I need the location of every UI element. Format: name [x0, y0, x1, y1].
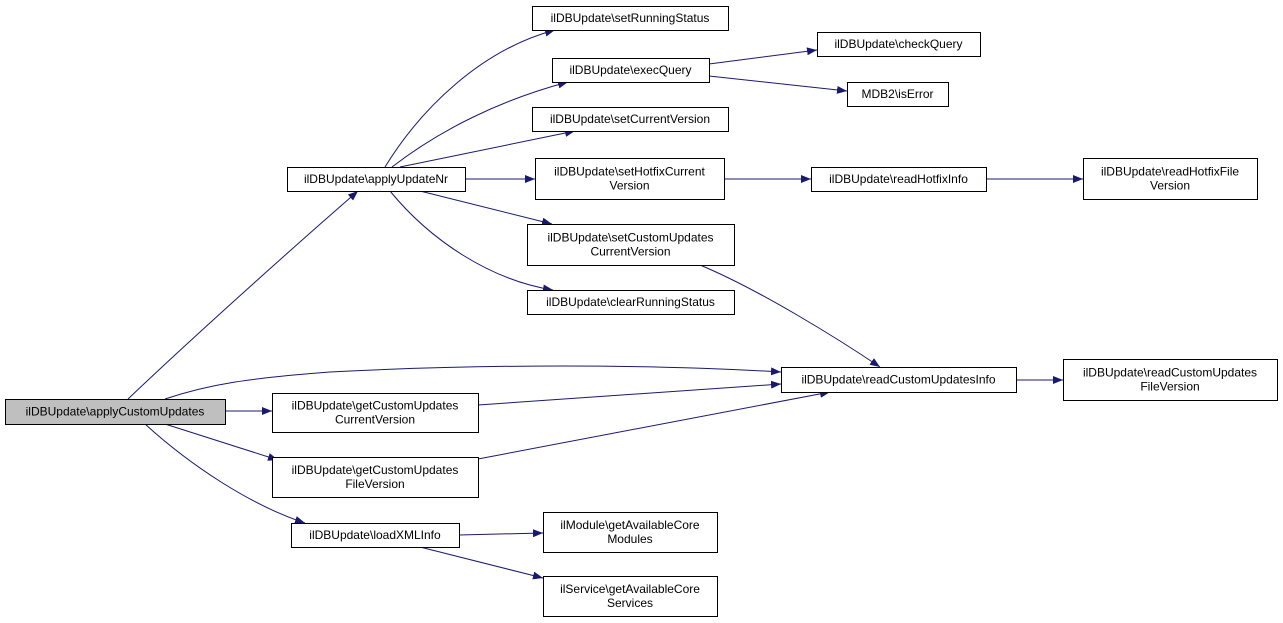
node-box	[543, 512, 718, 553]
node-label: ilDBUpdate\setCustomUpdates	[547, 231, 713, 245]
node-label: ilDBUpdate\readHotfixInfo	[829, 172, 968, 186]
node-label: ilDBUpdate\setRunningStatus	[551, 11, 710, 25]
node-box	[781, 367, 1017, 393]
node-label: ilDBUpdate\applyUpdateNr	[304, 172, 448, 186]
node-box	[532, 107, 729, 132]
node-label: CurrentVersion	[590, 245, 670, 259]
edge-setCustomUpdatesCurrentVersion-to-readCustomUpdatesInfo	[699, 264, 881, 368]
edge-getCustomUpdatesCurrentVersion-to-readCustomUpdatesInfo	[477, 380, 782, 406]
node-label: ilDBUpdate\readHotfixFile	[1101, 165, 1239, 179]
node-isError[interactable]: MDB2\isError	[847, 82, 949, 107]
node-label: ilDBUpdate\applyCustomUpdates	[26, 405, 205, 419]
node-box	[1083, 158, 1258, 200]
node-box	[272, 393, 479, 433]
node-box	[287, 167, 466, 192]
node-label: CurrentVersion	[335, 413, 415, 427]
node-label: ilService\getAvailableCore	[560, 582, 700, 596]
edge-loadXMLInfo-to-getAvailableCoreServices	[419, 546, 544, 580]
node-label: Version	[609, 179, 649, 193]
node-label: Version	[1150, 179, 1190, 193]
edge-applyCustomUpdates-to-readCustomUpdatesInfo	[164, 365, 782, 400]
node-box	[527, 224, 735, 266]
node-label: ilDBUpdate\clearRunningStatus	[546, 295, 715, 309]
edge-applyUpdateNr-to-clearRunningStatus	[389, 190, 554, 293]
node-label: Modules	[607, 532, 652, 546]
node-setCurrentVersion[interactable]: ilDBUpdate\setCurrentVersion	[532, 107, 729, 132]
node-label: ilDBUpdate\readCustomUpdates	[1083, 366, 1257, 380]
node-getCustomUpdatesCurrentVersion[interactable]: ilDBUpdate\getCustomUpdatesCurrentVersio…	[272, 393, 479, 433]
node-box	[5, 399, 226, 425]
node-label: ilDBUpdate\setHotfixCurrent	[554, 165, 705, 179]
edge-applyCustomUpdates-to-getCustomUpdatesFileVersion	[164, 423, 279, 461]
node-applyCustomUpdates[interactable]: ilDBUpdate\applyCustomUpdates	[5, 399, 226, 425]
node-readCustomUpdatesInfo[interactable]: ilDBUpdate\readCustomUpdatesInfo	[781, 367, 1017, 393]
node-box	[811, 167, 987, 192]
node-box	[552, 58, 710, 83]
edge-applyCustomUpdates-to-loadXMLInfo	[144, 423, 306, 524]
edge-applyUpdateNr-to-execQuery	[391, 80, 569, 168]
node-box	[543, 576, 718, 617]
node-label: ilDBUpdate\checkQuery	[834, 37, 962, 51]
node-label: Services	[607, 596, 653, 610]
node-checkQuery[interactable]: ilDBUpdate\checkQuery	[817, 32, 981, 57]
node-setRunningStatus[interactable]: ilDBUpdate\setRunningStatus	[532, 6, 729, 31]
edge-applyUpdateNr-to-setCurrentVersion	[399, 129, 576, 168]
edge-applyUpdateNr-to-setCustomUpdatesCurrentVersion	[419, 190, 553, 226]
node-box	[272, 457, 479, 498]
node-label: ilDBUpdate\getCustomUpdates	[292, 463, 459, 477]
node-applyUpdateNr[interactable]: ilDBUpdate\applyUpdateNr	[287, 167, 466, 192]
node-label: FileVersion	[345, 477, 404, 491]
node-label: ilDBUpdate\execQuery	[569, 63, 691, 77]
node-label: FileVersion	[1140, 380, 1199, 394]
node-box	[535, 158, 725, 200]
node-setCustomUpdatesCurrentVersion[interactable]: ilDBUpdate\setCustomUpdatesCurrentVersio…	[527, 224, 735, 266]
nodes-layer: ilDBUpdate\applyCustomUpdates ilDBUpdate\…	[5, 6, 1278, 617]
node-label: MDB2\isError	[861, 87, 933, 101]
node-box	[1063, 359, 1278, 401]
node-readHotfixInfo[interactable]: ilDBUpdate\readHotfixInfo	[811, 167, 987, 192]
node-box	[847, 82, 949, 107]
node-clearRunningStatus[interactable]: ilDBUpdate\clearRunningStatus	[527, 290, 735, 315]
node-box	[817, 32, 981, 57]
node-label: ilDBUpdate\getCustomUpdates	[292, 399, 459, 413]
edge-execQuery-to-checkQuery	[708, 47, 818, 65]
node-execQuery[interactable]: ilDBUpdate\execQuery	[552, 58, 710, 83]
node-label: ilDBUpdate\setCurrentVersion	[550, 112, 710, 126]
node-label: ilModule\getAvailableCore	[560, 518, 700, 532]
edge-applyCustomUpdates-to-applyUpdateNr	[127, 190, 359, 400]
node-box	[532, 6, 729, 31]
edges-layer	[127, 28, 1083, 580]
edge-loadXMLInfo-to-getAvailableCoreModules	[458, 529, 544, 538]
node-box	[291, 523, 460, 548]
edge-applyUpdateNr-to-setRunningStatus	[384, 28, 556, 168]
edge-execQuery-to-isError	[708, 75, 848, 94]
edge-getCustomUpdatesFileVersion-to-readCustomUpdatesInfo	[477, 389, 831, 460]
node-loadXMLInfo[interactable]: ilDBUpdate\loadXMLInfo	[291, 523, 460, 548]
node-box	[527, 290, 735, 315]
node-label: ilDBUpdate\readCustomUpdatesInfo	[801, 373, 995, 387]
node-label: ilDBUpdate\loadXMLInfo	[309, 528, 441, 542]
